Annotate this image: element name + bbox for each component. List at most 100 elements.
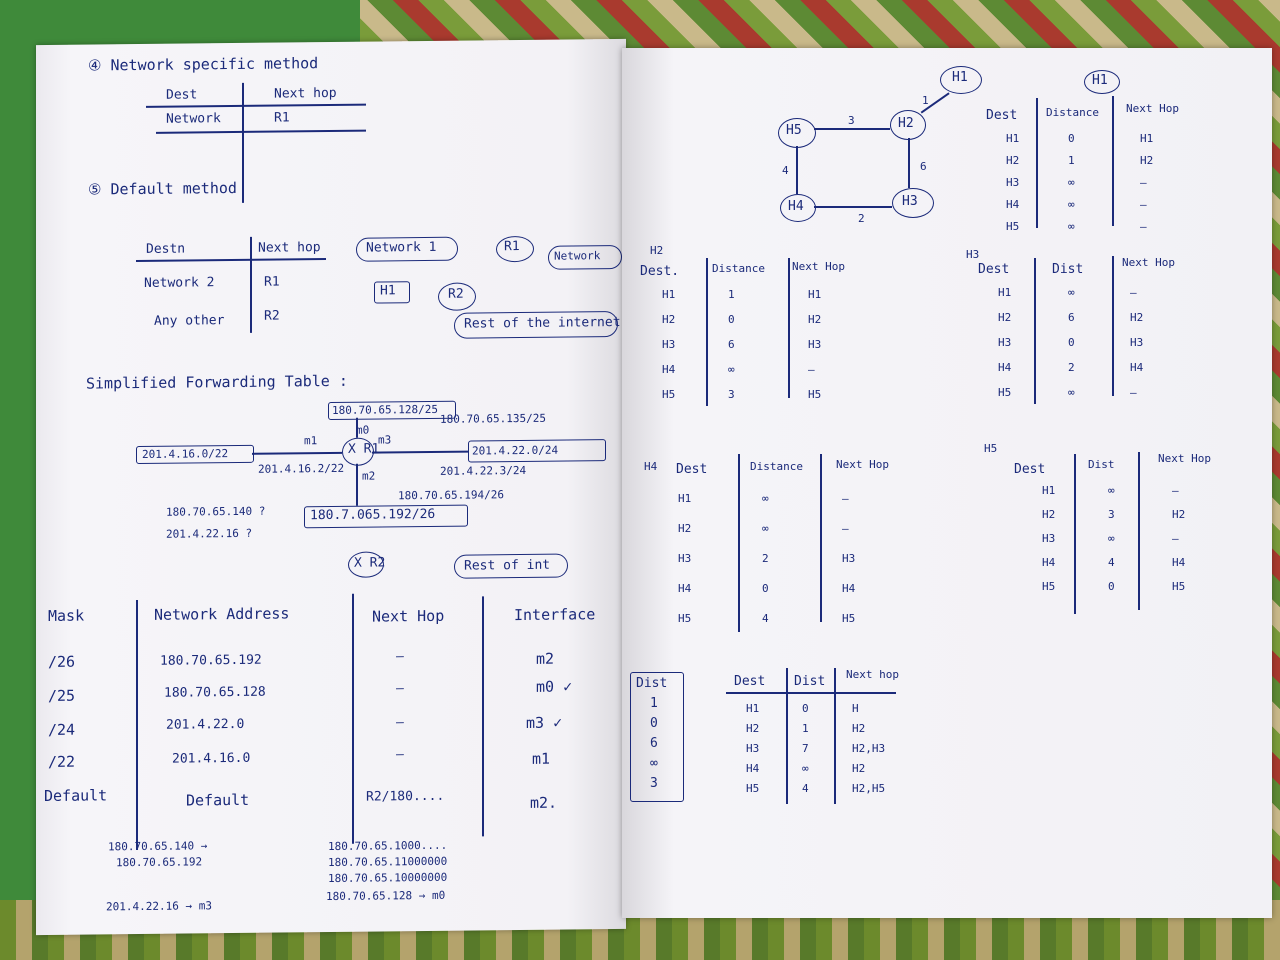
sb-vline [250, 236, 252, 333]
ft-r0-iface: m2 [536, 649, 555, 668]
final-h-dist: Dist [794, 674, 826, 689]
router-r1-label: X R1 [348, 441, 380, 457]
network1-label: Network 1 [366, 239, 437, 256]
final-vline2 [834, 668, 836, 804]
h4-h-dest: Dest [676, 462, 708, 477]
table-cell: H2 [852, 762, 866, 775]
h2-table-title: H2 [650, 244, 664, 257]
table-cell: H3 [662, 338, 676, 351]
table-cell: 0 [728, 313, 735, 326]
table-cell: H2 [998, 311, 1012, 324]
table-cell: H3 [842, 552, 856, 565]
calc-4: 180.70.65.10000000 [328, 870, 448, 886]
edge-h5-h4 [796, 146, 798, 194]
table-cell: H5 [1042, 580, 1056, 593]
sb-row1-next: R1 [264, 274, 280, 290]
sb-row2-dest: Any other [154, 313, 225, 329]
link-m3 [372, 450, 468, 454]
h1-h-dist: Distance [1046, 106, 1099, 119]
ft-r4-iface: m2. [530, 793, 558, 812]
table-cell: H4 [1172, 556, 1186, 569]
table-cell: H2 [678, 522, 692, 535]
calc-0: 180.70.65.140 → [108, 839, 208, 854]
final-h-hop: Next hop [846, 668, 899, 681]
table-cell: H4 [1006, 198, 1020, 211]
sa-next-header: Next hop [274, 85, 337, 102]
table-cell: H4 [842, 582, 856, 595]
dist-value: 0 [650, 716, 658, 731]
table-cell: 0 [1108, 580, 1115, 593]
dist-column-box [630, 672, 684, 802]
table-cell: 0 [762, 582, 769, 595]
table-cell: 1 [728, 288, 735, 301]
dist-value: 3 [650, 776, 658, 791]
table-cell: 4 [802, 782, 809, 795]
ft-h-iface: Interface [514, 605, 596, 625]
ft-r2-mask: /24 [48, 720, 76, 739]
link-m1 [252, 451, 342, 455]
edge-h4-h3 [814, 206, 892, 208]
notebook-right-page: H1 H2 H3 H4 H5 1 3 6 4 2 H1 Dest Distanc… [622, 48, 1272, 918]
ft-vline-1 [136, 600, 138, 851]
table-cell: H2 [1130, 311, 1144, 324]
m1-label: m1 [304, 434, 318, 448]
table-cell: ∞ [762, 492, 769, 505]
h1-vline2 [1112, 96, 1114, 226]
table-cell: 7 [802, 742, 809, 755]
graph-h3-label: H3 [902, 194, 918, 209]
internet-label: Rest of the internet [464, 314, 621, 332]
table-cell: ∞ [802, 762, 809, 775]
calc-6: 201.4.22.16 → m3 [106, 899, 212, 914]
sa-row-next: R1 [274, 110, 290, 126]
table-cell: ∞ [1068, 176, 1075, 189]
sa-vline [242, 82, 244, 203]
table-cell: 4 [1108, 556, 1115, 569]
graph-h1-label: H1 [952, 70, 968, 85]
ft-r1-hop: — [396, 681, 404, 697]
graph-node-h4 [780, 194, 816, 222]
ft-h-addr: Network Address [154, 604, 290, 624]
section-b-title: ⑤ Default method [88, 178, 237, 199]
h1-table-badge [1084, 70, 1120, 94]
ft-r1-addr: 180.70.65.128 [164, 684, 266, 701]
final-hline [726, 692, 896, 694]
table-cell: — [1140, 176, 1147, 189]
sft-net-0: 180.70.65.128/25 [332, 402, 438, 417]
table-cell: H2 [852, 722, 866, 735]
table-cell: — [1130, 286, 1137, 299]
ft-r1-mask: /25 [48, 686, 76, 705]
r1-label: R1 [504, 239, 520, 255]
graph-h5-label: H5 [786, 123, 802, 138]
table-cell: 2 [1068, 361, 1075, 374]
dist-value: 6 [650, 736, 658, 751]
calc-5: 180.70.65.128 → m0 [326, 888, 446, 904]
sft-net-6: 180.70.65.194/26 [398, 488, 504, 503]
table-cell: H2 [1140, 154, 1154, 167]
table-cell: H1 [662, 288, 676, 301]
rest-int-label: Rest of int [464, 557, 551, 574]
calc-1: 180.70.65.192 [116, 855, 203, 870]
h3-h-hop: Next Hop [1122, 256, 1175, 269]
table-cell: H1 [1042, 484, 1056, 497]
ft-r0-mask: /26 [48, 652, 76, 671]
m2-label: m2 [362, 469, 376, 483]
graph-h2-label: H2 [898, 116, 914, 131]
sft-net-2: 201.4.16.0/22 [142, 447, 229, 461]
h3-h-dest: Dest [978, 262, 1010, 277]
sb-row1-dest: Network 2 [144, 275, 215, 291]
table-cell: ∞ [728, 363, 735, 376]
table-cell: H2 [662, 313, 676, 326]
final-h-dest: Dest [734, 674, 766, 689]
table-cell: H5 [678, 612, 692, 625]
h5-h-dest: Dest [1014, 462, 1046, 477]
h3-table-title: H3 [966, 248, 980, 261]
h1-h-hop: Next Hop [1126, 102, 1179, 115]
table-cell: ∞ [1068, 386, 1075, 399]
table-cell: ∞ [1068, 198, 1075, 211]
table-cell: — [808, 363, 815, 376]
table-cell: H5 [998, 386, 1012, 399]
h2-h-dist: Distance [712, 262, 765, 275]
table-cell: 1 [802, 722, 809, 735]
ft-vline-3 [482, 596, 484, 837]
